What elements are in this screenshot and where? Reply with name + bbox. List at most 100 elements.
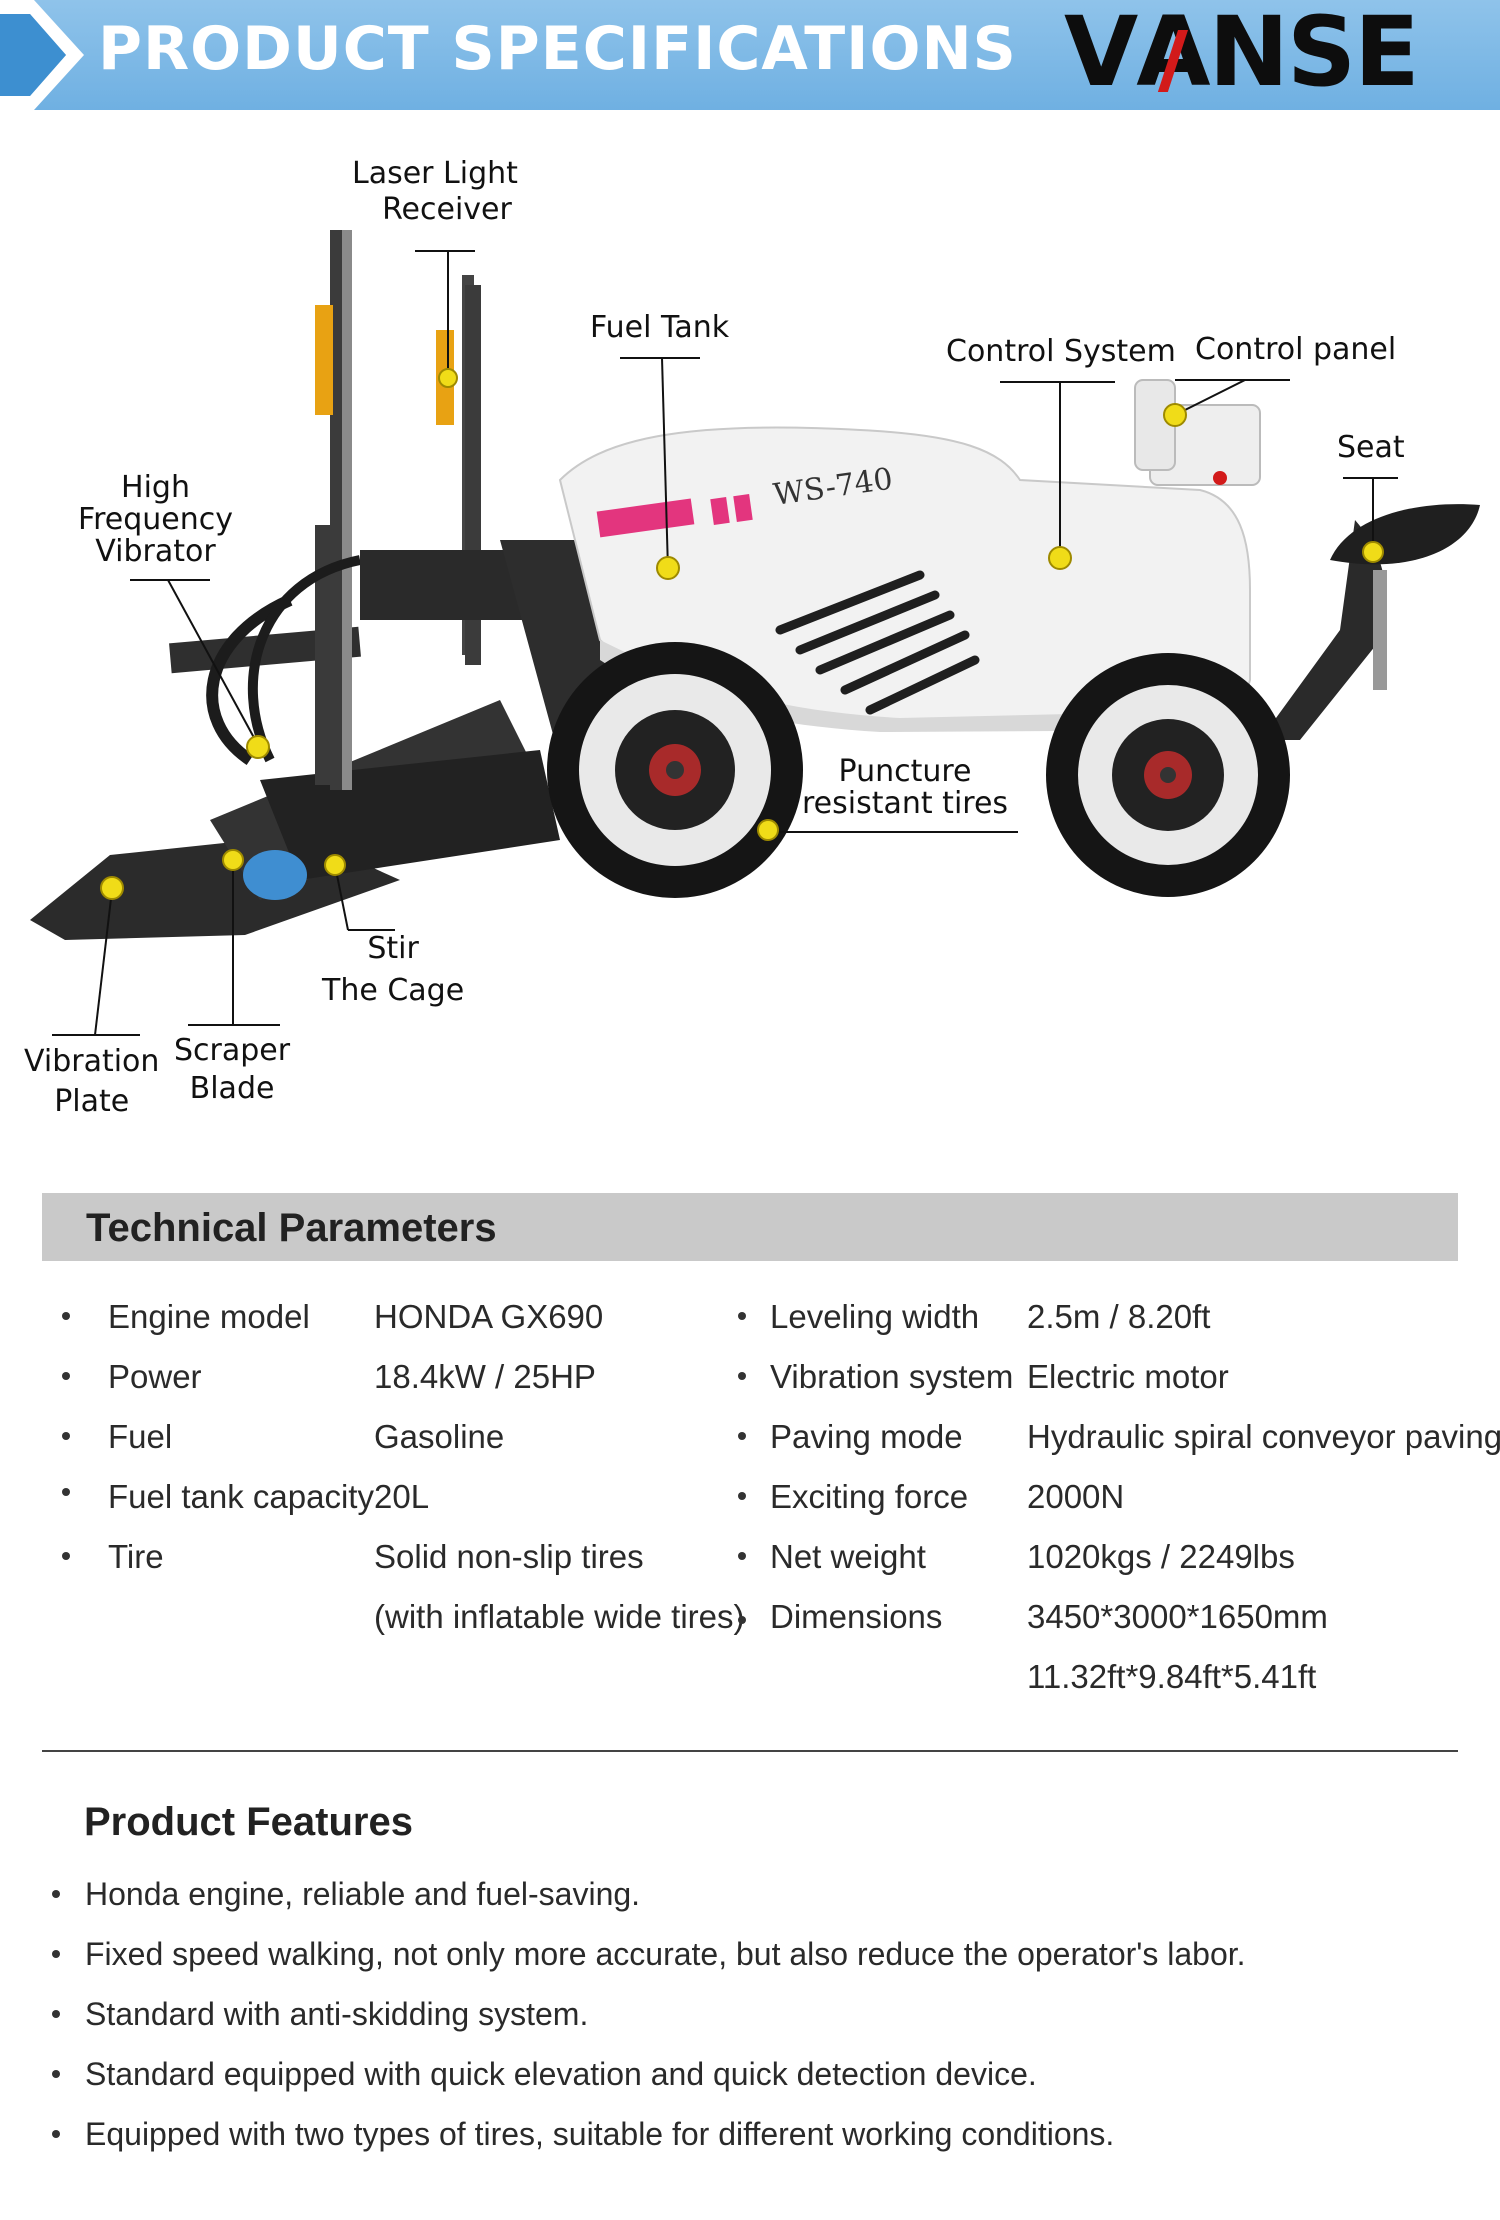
param-label: Fuel tank capacity [108,1478,374,1515]
section-divider [42,1750,1458,1752]
param-value: Solid non-slip tires [374,1538,644,1575]
callout-lines [52,250,1398,1036]
bullet [62,1552,70,1560]
bullet [62,1432,70,1440]
callout-line-2: Receiver [382,192,512,227]
param-row: Net weight 1020kgs / 2249lbs [720,1530,1480,1580]
section-title: Technical Parameters [86,1206,497,1250]
marker-dots [100,368,1384,900]
param-row-continued: (with inflatable wide tires) [0,1590,744,1640]
param-row: Engine model HONDA GX690 [0,1290,740,1340]
brand-logo-a: A [1136,0,1210,108]
vent-slots [775,570,980,715]
brand-text-start: V [1064,0,1138,108]
feature-item: Fixed speed walking, not only more accur… [0,1928,1500,1978]
feature-text: Equipped with two types of tires, suitab… [85,2116,1115,2152]
callout-control-panel: Control panel [1195,332,1397,367]
param-label: Paving mode [770,1418,963,1455]
motor-icon [243,850,307,900]
param-value: 1020kgs / 2249lbs [1027,1538,1295,1575]
front-screed-assembly [30,230,640,940]
callout-line-1: Stir [367,931,419,966]
param-label: Leveling width [770,1298,980,1335]
callout-line-2: Blade [189,1071,275,1106]
bullet [52,2010,60,2018]
callout-line-1: Laser Light [352,156,518,191]
feature-item: Honda engine, reliable and fuel-saving. [0,1868,1500,1918]
header-banner: PRODUCT SPECIFICATIONS VANSE [0,0,1500,110]
callout-line-2: Frequency [78,502,233,537]
page-title: PRODUCT SPECIFICATIONS [98,14,1017,84]
feature-text: Honda engine, reliable and fuel-saving. [85,1876,641,1912]
callout-line-3: Vibrator [95,534,216,569]
param-row: Power 18.4kW / 25HP [0,1350,740,1400]
param-label: Net weight [770,1538,926,1575]
param-label: Engine model [108,1298,310,1335]
param-label: Power [108,1358,202,1395]
param-value: Hydraulic spiral conveyor paving [1027,1418,1500,1455]
technical-parameters-list: Engine model HONDA GX690 Power 18.4kW / … [0,1290,1500,1730]
param-row: Paving mode Hydraulic spiral conveyor pa… [720,1410,1500,1460]
param-row: Fuel Gasoline [0,1410,740,1460]
callout-line-2: Plate [54,1084,130,1119]
param-row: Leveling width 2.5m / 8.20ft [720,1290,1480,1340]
callout-line-2: The Cage [322,973,465,1008]
technical-parameters-header: Technical Parameters [42,1193,1458,1261]
feature-text: Fixed speed walking, not only more accur… [85,1936,1246,1972]
feature-text: Standard equipped with quick elevation a… [85,2056,1037,2092]
product-features-title: Product Features [84,1800,413,1844]
callout-line-1: High [121,470,190,505]
rear-wheel [1046,653,1290,897]
param-label: Fuel [108,1418,173,1455]
callout-line-1: Puncture [838,754,972,789]
brand-logo: VANSE [1064,0,1420,108]
param-value: 11.32ft*9.84ft*5.41ft [1027,1658,1317,1695]
param-row: Tire Solid non-slip tires [0,1530,740,1580]
bullet [738,1552,746,1560]
param-value: 20L [374,1478,430,1515]
param-label: Tire [108,1538,164,1575]
feature-text: Standard with anti-skidding system. [85,1996,589,2032]
bullet [738,1312,746,1320]
bullet [62,1488,70,1496]
bullet [52,2130,60,2138]
param-value: 18.4kW / 25HP [374,1358,596,1395]
bullet [62,1372,70,1380]
callout-seat: Seat [1337,430,1405,465]
callout-line-1: Scraper [174,1033,291,1068]
bullet [738,1616,746,1624]
callout-control-system: Control System [946,334,1176,369]
param-row: Exciting force 2000N [720,1470,1480,1520]
bullet [62,1312,70,1320]
param-value: Gasoline [374,1418,505,1455]
feature-item: Standard with anti-skidding system. [0,1988,1500,2038]
callout-scraper-blade: Scraper Blade [174,1032,290,1108]
param-value: (with inflatable wide tires) [374,1598,745,1635]
callout-puncture-resistant-tires: Puncture resistant tires [802,756,1008,820]
brand-text-end: NSE [1208,0,1420,108]
callout-fuel-tank: Fuel Tank [590,310,730,345]
bullet [738,1372,746,1380]
param-value: 3450*3000*1650mm [1027,1598,1328,1635]
callout-stir-the-cage: Stir The Cage [322,928,464,1012]
param-row: Dimensions 3450*3000*1650mm [720,1590,1480,1640]
feature-item: Equipped with two types of tires, suitab… [0,2108,1500,2158]
callout-laser-light-receiver: Laser Light Receiver [352,156,518,228]
bullet [52,1890,60,1898]
param-value: HONDA GX690 [374,1298,604,1335]
param-row-continued: 11.32ft*9.84ft*5.41ft [720,1650,1480,1700]
bullet [738,1492,746,1500]
callout-high-frequency-vibrator: High Frequency Vibrator [78,472,233,568]
callout-line-2: resistant tires [802,786,1009,821]
bullet [52,2070,60,2078]
param-label: Exciting force [770,1478,969,1515]
chevron-arrow-icon [0,0,84,110]
param-row: Vibration system Electric motor [720,1350,1480,1400]
bullet [52,1950,60,1958]
param-label: Dimensions [770,1598,943,1635]
param-value: Electric motor [1027,1358,1229,1395]
param-value: 2000N [1027,1478,1125,1515]
param-value: 2.5m / 8.20ft [1027,1298,1211,1335]
front-wheel [547,642,803,898]
callout-line-1: Vibration [24,1044,160,1079]
